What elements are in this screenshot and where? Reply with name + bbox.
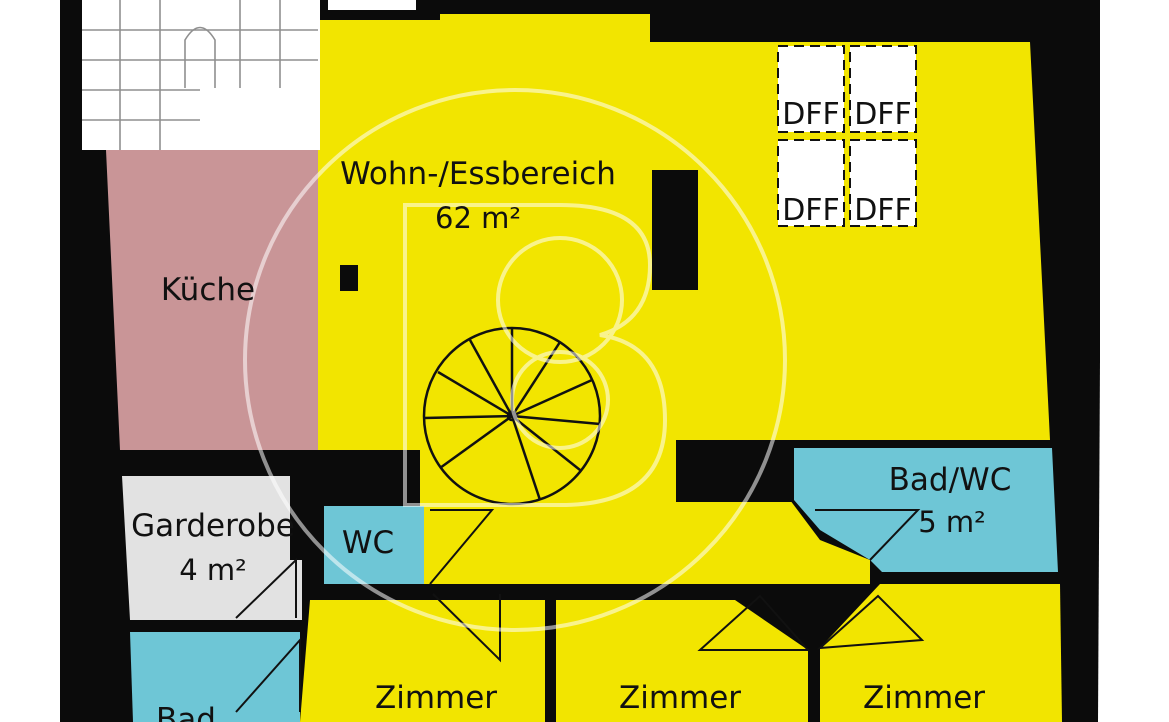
room-area-wardrobe: 4 m² (179, 553, 247, 587)
room-name-zimmer-1: Zimmer (375, 680, 497, 716)
skylight-label: DFF (854, 97, 912, 132)
exterior-left (0, 0, 60, 722)
door-swings (235, 509, 925, 713)
exterior-right (1098, 0, 1169, 722)
room-bath-wc (794, 448, 1058, 572)
room-area-living: 62 m² (435, 201, 521, 235)
brand-b-logo-icon (243, 88, 787, 632)
room-wardrobe (122, 476, 302, 620)
skylight-label: DFF (782, 97, 840, 132)
room-name-wardrobe: Garderobe (131, 508, 295, 544)
wall-block-bath (676, 440, 794, 502)
skylights: DFF DFF DFF DFF (777, 45, 917, 228)
skylight-3 (777, 139, 845, 227)
room-name-bath-wc: Bad/WC (889, 462, 1012, 498)
pillar-center (652, 170, 698, 290)
room-zimmer-3 (820, 584, 1062, 722)
skylight-label: DFF (854, 193, 912, 228)
skylight-label: DFF (782, 193, 840, 228)
room-name-bath: Bad (156, 702, 216, 722)
stair-top-left (82, 0, 320, 150)
room-area-bath-wc: 5 m² (918, 505, 986, 539)
room-name-wc: WC (342, 525, 394, 561)
skylight-1 (777, 45, 845, 133)
room-name-kitchen: Küche (161, 272, 255, 308)
room-kitchen (106, 88, 318, 450)
room-wc (324, 506, 424, 584)
skylight-2 (849, 45, 917, 133)
room-name-zimmer-2: Zimmer (619, 680, 741, 716)
room-name-living: Wohn-/Essbereich (340, 156, 616, 192)
stair-top-small (328, 0, 416, 10)
room-name-zimmer-3: Zimmer (863, 680, 985, 716)
pillar-small (340, 265, 358, 291)
room-zimmer-1 (300, 600, 545, 722)
winder-staircase-icon (82, 0, 318, 150)
room-bath (130, 632, 300, 722)
skylight-4 (849, 139, 917, 227)
room-zimmer-2 (556, 600, 808, 722)
